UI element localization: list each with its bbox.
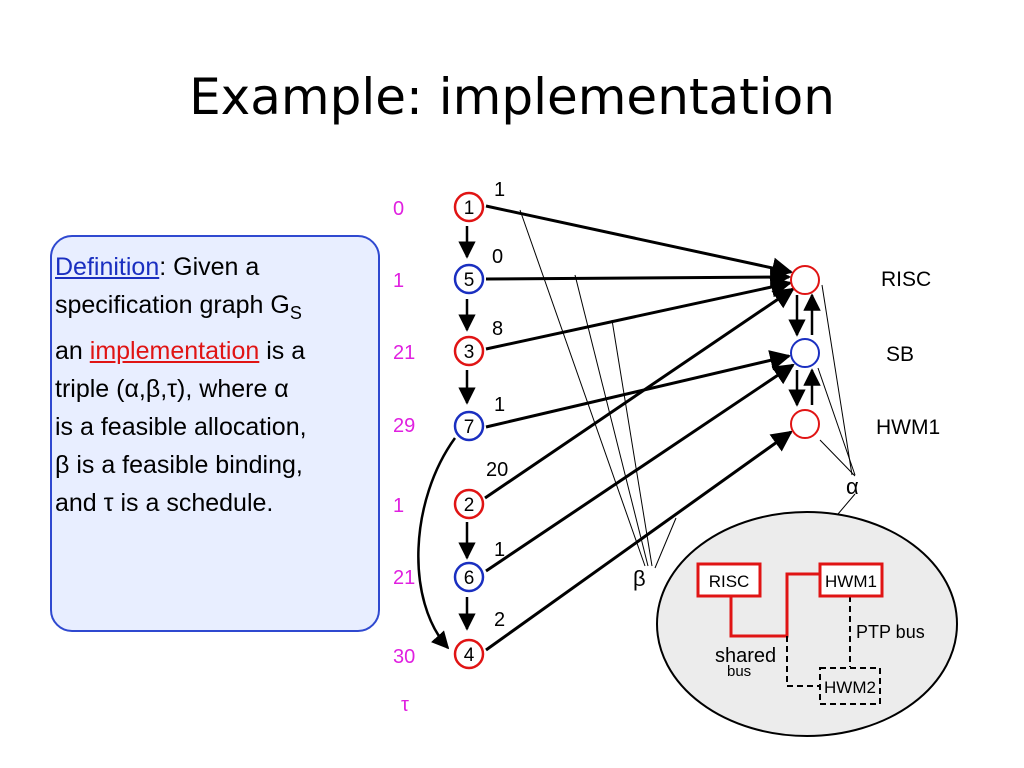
task-node-7 [453, 410, 485, 442]
definition-line-5: is a feasible allocation, [55, 413, 307, 441]
resource-label-sb: SB [886, 343, 914, 366]
arch-hwm2-label: HWM2 [824, 678, 876, 697]
slide-title: Example: implementation [189, 68, 835, 126]
definition-line-7: and τ is a schedule. [55, 489, 274, 517]
schedule-value-7: 29 [393, 415, 415, 437]
task-label-3: 3 [464, 342, 475, 363]
resource-node-sb [790, 338, 820, 368]
task-label-4: 4 [464, 645, 475, 666]
schedule-value-1: 0 [393, 198, 404, 220]
weight-label-3: 8 [492, 318, 503, 340]
weight-label-1: 1 [494, 179, 505, 201]
schedule-value-6: 21 [393, 567, 415, 589]
arch-hwm1-box [818, 562, 884, 598]
weight-label-4: 2 [494, 609, 505, 631]
schedule-value-5: 1 [393, 270, 404, 292]
arch-ptp-label: PTP bus [856, 622, 925, 642]
arch-shared-label: shared [715, 645, 776, 667]
resource-node-hwm1 [790, 409, 820, 439]
resource-label-risc: RISC [881, 268, 931, 291]
arch-hwm2-box [819, 667, 881, 705]
task-label-6: 6 [464, 568, 475, 589]
schedule-value-4: 30 [393, 646, 415, 668]
definition-text: Definition: Given a specification graph … [55, 248, 385, 522]
weight-label-5: 0 [492, 246, 503, 268]
binding-lines [519, 209, 677, 569]
definition-line-2: specification graph GS [55, 291, 302, 323]
definition-line-3: an implementation is a [55, 337, 306, 365]
task-node-2 [453, 488, 485, 520]
allocation-lines [817, 284, 856, 515]
definition-line-1: Definition: Given a [55, 253, 260, 281]
alpha-label: α [846, 474, 859, 499]
task-chain-arrows [417, 226, 476, 650]
schedule-tau-label: τ [401, 694, 409, 716]
arch-risc-label: RISC [709, 572, 750, 591]
shared-bus-dashed [786, 636, 820, 687]
definition-line-6: β is a feasible binding, [55, 451, 303, 479]
weight-label-2: 20 [486, 459, 508, 481]
resource-node-risc [790, 265, 820, 295]
definition-line-4: triple (α,β,τ), where α [55, 375, 289, 403]
arch-hwm1-label: HWM1 [825, 572, 877, 591]
implementation-term: implementation [89, 337, 260, 365]
arch-risc-box [696, 562, 762, 598]
definition-box [50, 235, 380, 632]
resource-label-hwm1: HWM1 [876, 416, 940, 439]
schedule-value-2: 1 [393, 495, 404, 517]
binding-arrows [484, 204, 795, 652]
task-node-6 [453, 561, 485, 593]
task-node-4 [453, 638, 485, 670]
schedule-value-3: 21 [393, 342, 415, 364]
task-node-3 [453, 335, 485, 367]
resource-arrows [788, 293, 821, 407]
task-label-2: 2 [464, 495, 475, 516]
task-node-1 [453, 191, 485, 223]
task-label-7: 7 [464, 417, 475, 438]
task-label-5: 5 [464, 270, 475, 291]
task-label-1: 1 [464, 198, 475, 219]
definition-term: Definition [55, 253, 160, 281]
task-node-5 [453, 263, 485, 295]
arch-bus-label: bus [727, 663, 751, 680]
beta-label: β [633, 566, 646, 591]
weight-label-7: 1 [494, 394, 505, 416]
weight-label-6: 1 [494, 539, 505, 561]
